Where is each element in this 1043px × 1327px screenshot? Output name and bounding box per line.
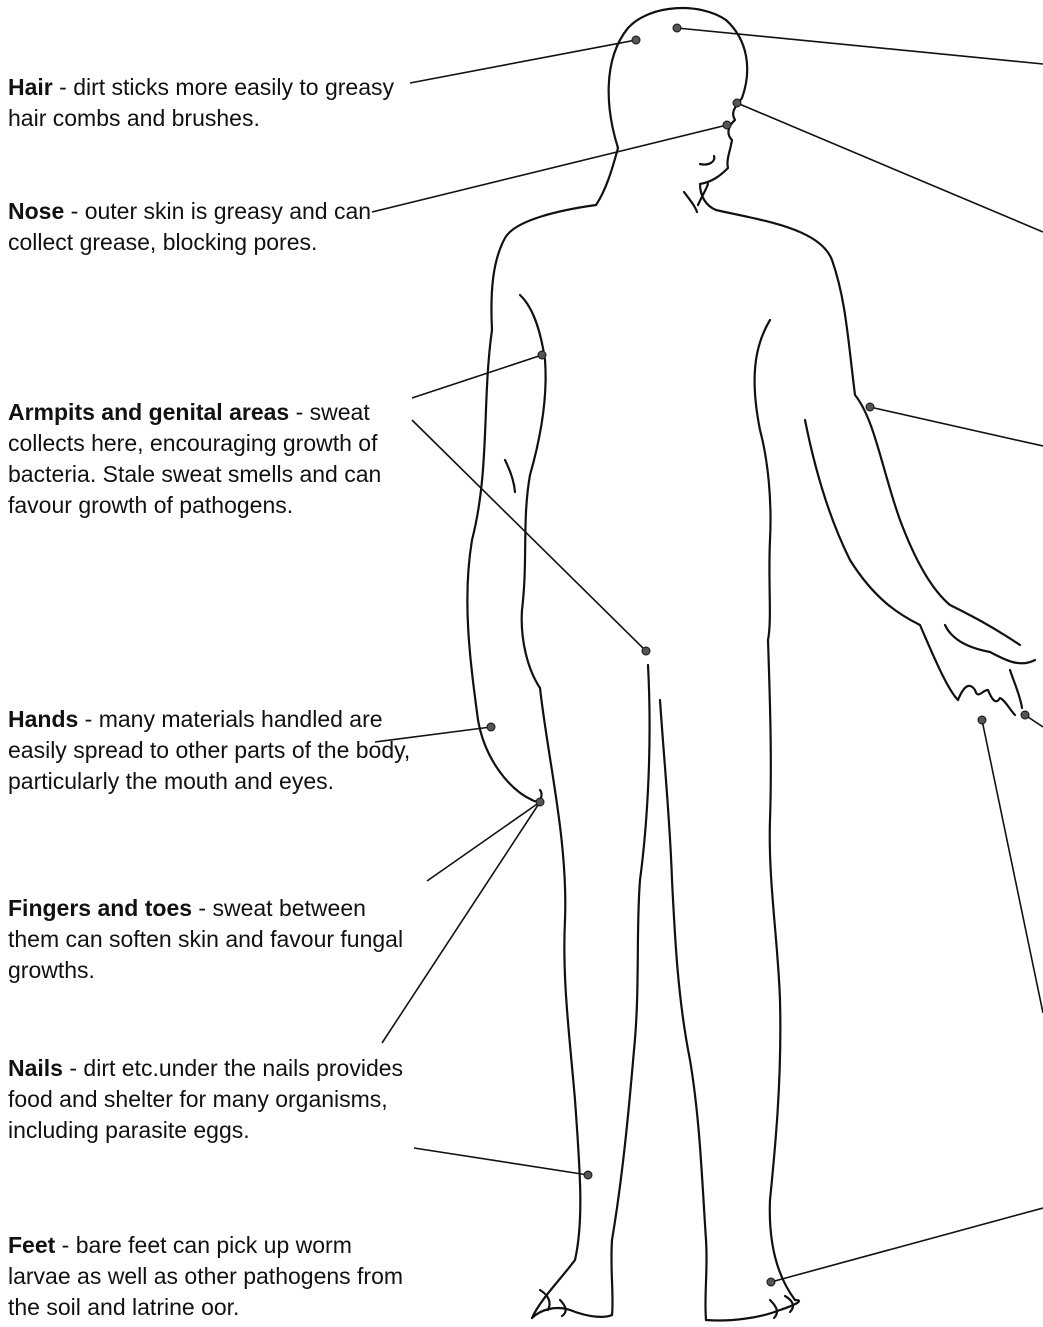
fingertip-dot (1021, 711, 1029, 719)
right-shoulder (716, 210, 855, 395)
right-foot-dot (767, 1278, 775, 1286)
clavicle (684, 184, 708, 212)
left-arm-inner (505, 460, 515, 492)
label-feet: Feet - bare feet can pick up worm larvae… (8, 1230, 408, 1323)
right-torso (755, 320, 771, 640)
elbow-right-leader-line (870, 407, 1043, 446)
label-hair-description: - dirt sticks more easily to greasy hair… (8, 74, 394, 131)
nose-dot (723, 121, 731, 129)
label-nose-term: Nose (8, 198, 64, 224)
nail-dot (978, 716, 986, 724)
label-feet-term: Feet (8, 1232, 55, 1258)
left-shoulder (491, 205, 596, 330)
left-leg-inner (611, 665, 649, 1315)
right-fingers (958, 670, 1022, 715)
right-leg-outer (768, 640, 795, 1300)
nail-right-leader-line (982, 720, 1043, 1013)
left-foot-dot (584, 1171, 592, 1179)
mouth-right-leader-line (737, 103, 1043, 232)
left-foot (532, 1308, 612, 1318)
hand-dot (487, 723, 495, 731)
armpit-leader-line (412, 355, 542, 398)
left-toes (540, 1290, 566, 1316)
label-hair-term: Hair (8, 74, 53, 100)
right-palm (990, 652, 1035, 663)
head-outline (609, 8, 748, 184)
label-nails-description: - dirt etc.under the nails provides food… (8, 1055, 403, 1143)
head-dot (673, 24, 681, 32)
label-nose: Nose - outer skin is greasy and can coll… (8, 196, 398, 258)
right-leg-inner (660, 700, 707, 1320)
label-nails-term: Nails (8, 1055, 63, 1081)
hair-dot (632, 36, 640, 44)
label-armpits: Armpits and genital areas - sweat collec… (8, 397, 408, 521)
label-hands: Hands - many materials handled are easil… (8, 704, 418, 797)
label-hair: Hair - dirt sticks more easily to greasy… (8, 72, 408, 134)
label-fingers-term: Fingers and toes (8, 895, 192, 921)
armpit-dot (538, 351, 546, 359)
genital-dot (642, 647, 650, 655)
foot-right-leader-line (771, 1208, 1043, 1282)
mouth-dot (733, 99, 741, 107)
label-fingers: Fingers and toes - sweat between them ca… (8, 893, 418, 986)
genital-leader-line (412, 420, 646, 651)
fingers-leader-line (427, 802, 540, 881)
feet-leader-line (414, 1148, 588, 1175)
elbow-dot (866, 403, 874, 411)
right-arm-outer (855, 395, 1020, 645)
left-leg-outer (532, 688, 580, 1318)
label-nails: Nails - dirt etc.under the nails provide… (8, 1053, 420, 1146)
label-armpits-term: Armpits and genital areas (8, 399, 289, 425)
right-foot (706, 1300, 799, 1321)
label-hands-term: Hands (8, 706, 78, 732)
right-thumb (945, 625, 990, 652)
label-feet-description: - bare feet can pick up worm larvae as w… (8, 1232, 403, 1320)
finger-dot (536, 798, 544, 806)
ear-outline (700, 156, 714, 165)
hair-leader-line (410, 40, 636, 83)
nose-leader-line (372, 125, 727, 212)
head-right-leader-line (677, 28, 1043, 64)
